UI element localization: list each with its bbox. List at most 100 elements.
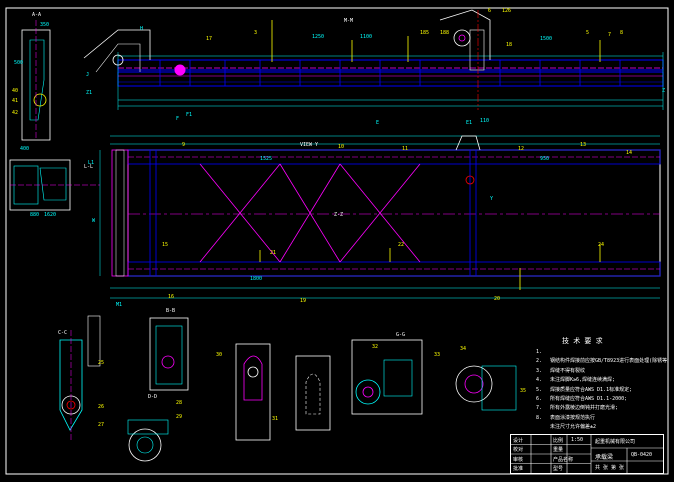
balloon: 13	[580, 142, 586, 148]
balloon: 11	[402, 146, 408, 152]
dimension-text: W	[92, 218, 96, 224]
balloon: 26	[98, 404, 104, 410]
balloon: 21	[270, 250, 276, 256]
balloon: 3	[254, 30, 257, 36]
view-label-section-c: C-C	[58, 330, 67, 336]
dimension-text: 1250	[312, 34, 324, 40]
note-number: 2.	[536, 358, 543, 365]
dimension-text: 1620	[44, 212, 56, 218]
note-number: 5.	[536, 386, 543, 393]
note-item: 4.未注焊脚K≥6,焊缝连续满焊;	[536, 376, 668, 385]
balloon: 40	[12, 88, 18, 94]
note-text: 焊接质量应符合AWS D1.1标准规定;	[550, 386, 633, 393]
dimension-text: 110	[480, 118, 489, 124]
tb-sheet: 共 张 第 张	[595, 465, 625, 471]
dimension-text: Z	[662, 88, 665, 94]
balloon: 22	[398, 242, 404, 248]
tb-row-design: 设计	[513, 438, 524, 444]
view-label-section-b: B-B	[166, 308, 175, 314]
view-label-section-z: Z-Z	[334, 212, 343, 218]
balloon: 42	[12, 110, 18, 116]
balloon: 29	[176, 414, 182, 420]
note-text: 所有外露棱边倒钝并打磨光滑;	[550, 405, 619, 412]
balloon: 12	[518, 146, 524, 152]
tb-row-approve: 批准	[513, 466, 524, 472]
balloon: 27	[98, 422, 104, 428]
tb-scale-label: 比例	[553, 438, 564, 444]
view-label-section-g: G-G	[396, 332, 405, 338]
dimension-text: 1800	[250, 276, 262, 282]
note-number: 3.	[536, 367, 543, 374]
note-extra-text: 未注尺寸允许偏差±2	[550, 424, 597, 431]
plan-view-middle	[99, 135, 661, 299]
dimension-text: M1	[116, 302, 122, 308]
balloon: 30	[216, 352, 222, 358]
tb-company: 起重机械有限公司	[595, 439, 636, 445]
note-text: 焊缝不得有裂纹	[550, 367, 586, 374]
tb-drawing-no: QB-0420	[631, 452, 653, 458]
balloon: 185	[420, 30, 429, 36]
tb-drawing-name: 承载梁	[595, 454, 614, 461]
balloon: 18	[506, 42, 512, 48]
dimension-text: 1100	[360, 34, 372, 40]
dimension-text: 880	[30, 212, 39, 218]
technical-notes: 1. 2.钢结构件焊接前应按GB/T8923进行表面处理(除锈等级Sa2½); …	[536, 348, 668, 433]
balloon: 32	[372, 344, 378, 350]
view-label-section-l: L-L	[84, 164, 93, 170]
note-text: 所有焊缝应符合AWS D1.1-2000;	[550, 396, 628, 403]
dimension-texts: E F H W Z Y J Z1 E1 F1 L1 M1 1250 1100 1…	[14, 22, 665, 308]
balloon: 7	[608, 32, 611, 38]
balloon: 10	[338, 144, 344, 150]
tb-row-review: 审核	[513, 457, 524, 463]
note-number: 8.	[536, 414, 543, 421]
note-item: 2.钢结构件焊接前应按GB/T8923进行表面处理(除锈等级Sa2½);	[536, 357, 668, 366]
balloon: 5	[586, 30, 589, 36]
balloon: 28	[176, 400, 182, 406]
note-item: 7. 所有外露棱边倒钝并打磨光滑;	[536, 404, 668, 413]
tb-product-label: 产品名称	[553, 457, 574, 463]
balloon: 24	[598, 242, 604, 248]
title-block: 设计 校对 审核 批准 比例 1:50 重量 产品名称 型号 起重机械有限公司 …	[510, 434, 664, 474]
tb-weight-label: 重量	[553, 447, 564, 453]
view-label-m: M-M	[344, 18, 353, 24]
dimension-text: E1	[466, 120, 472, 126]
dimension-text: 400	[20, 146, 29, 152]
note-item: 6. 所有焊缝应符合AWS D1.1-2000;	[536, 395, 668, 404]
balloon: 14	[626, 150, 632, 156]
note-text: 表面涂漆按规范执行	[550, 414, 596, 421]
dimension-text: F1	[186, 112, 192, 118]
balloon: 17	[206, 36, 212, 42]
dimension-text: L1	[88, 160, 94, 166]
balloon: 188	[440, 30, 449, 36]
note-extra: 未注尺寸允许偏差±2	[536, 423, 668, 432]
note-number: 6.	[536, 396, 543, 403]
note-item: 8. 表面涂漆按规范执行	[536, 414, 668, 423]
dimension-text: Z1	[86, 90, 92, 96]
balloon: 35	[520, 388, 526, 394]
bottom-section-details	[59, 315, 517, 462]
balloon: 16	[168, 294, 174, 300]
balloon: 19	[300, 298, 306, 304]
balloon: 41	[12, 98, 18, 104]
balloon: 15	[162, 242, 168, 248]
view-label-section-d: D-D	[148, 394, 157, 400]
note-number: 4.	[536, 377, 543, 384]
balloon: 9	[182, 142, 185, 148]
tb-product-code: 型号	[553, 466, 564, 472]
dimension-text: 1525	[260, 156, 272, 162]
dimension-text: 1500	[540, 36, 552, 42]
balloon: 6	[488, 8, 491, 14]
balloon: 25	[98, 360, 104, 366]
balloon: 126	[502, 8, 511, 14]
note-number: 1.	[536, 349, 543, 355]
view-label-y: VIEW Y	[300, 142, 318, 148]
elevation-view-top	[83, 9, 664, 110]
left-detail-views	[9, 20, 100, 211]
view-label-section-a: A-A	[32, 12, 41, 18]
tb-scale-value: 1:50	[571, 437, 584, 443]
dimension-text: J	[86, 72, 89, 78]
note-number: 7.	[536, 405, 543, 412]
note-item: 5. 焊接质量应符合AWS D1.1标准规定;	[536, 386, 668, 395]
balloon: 31	[272, 416, 278, 422]
